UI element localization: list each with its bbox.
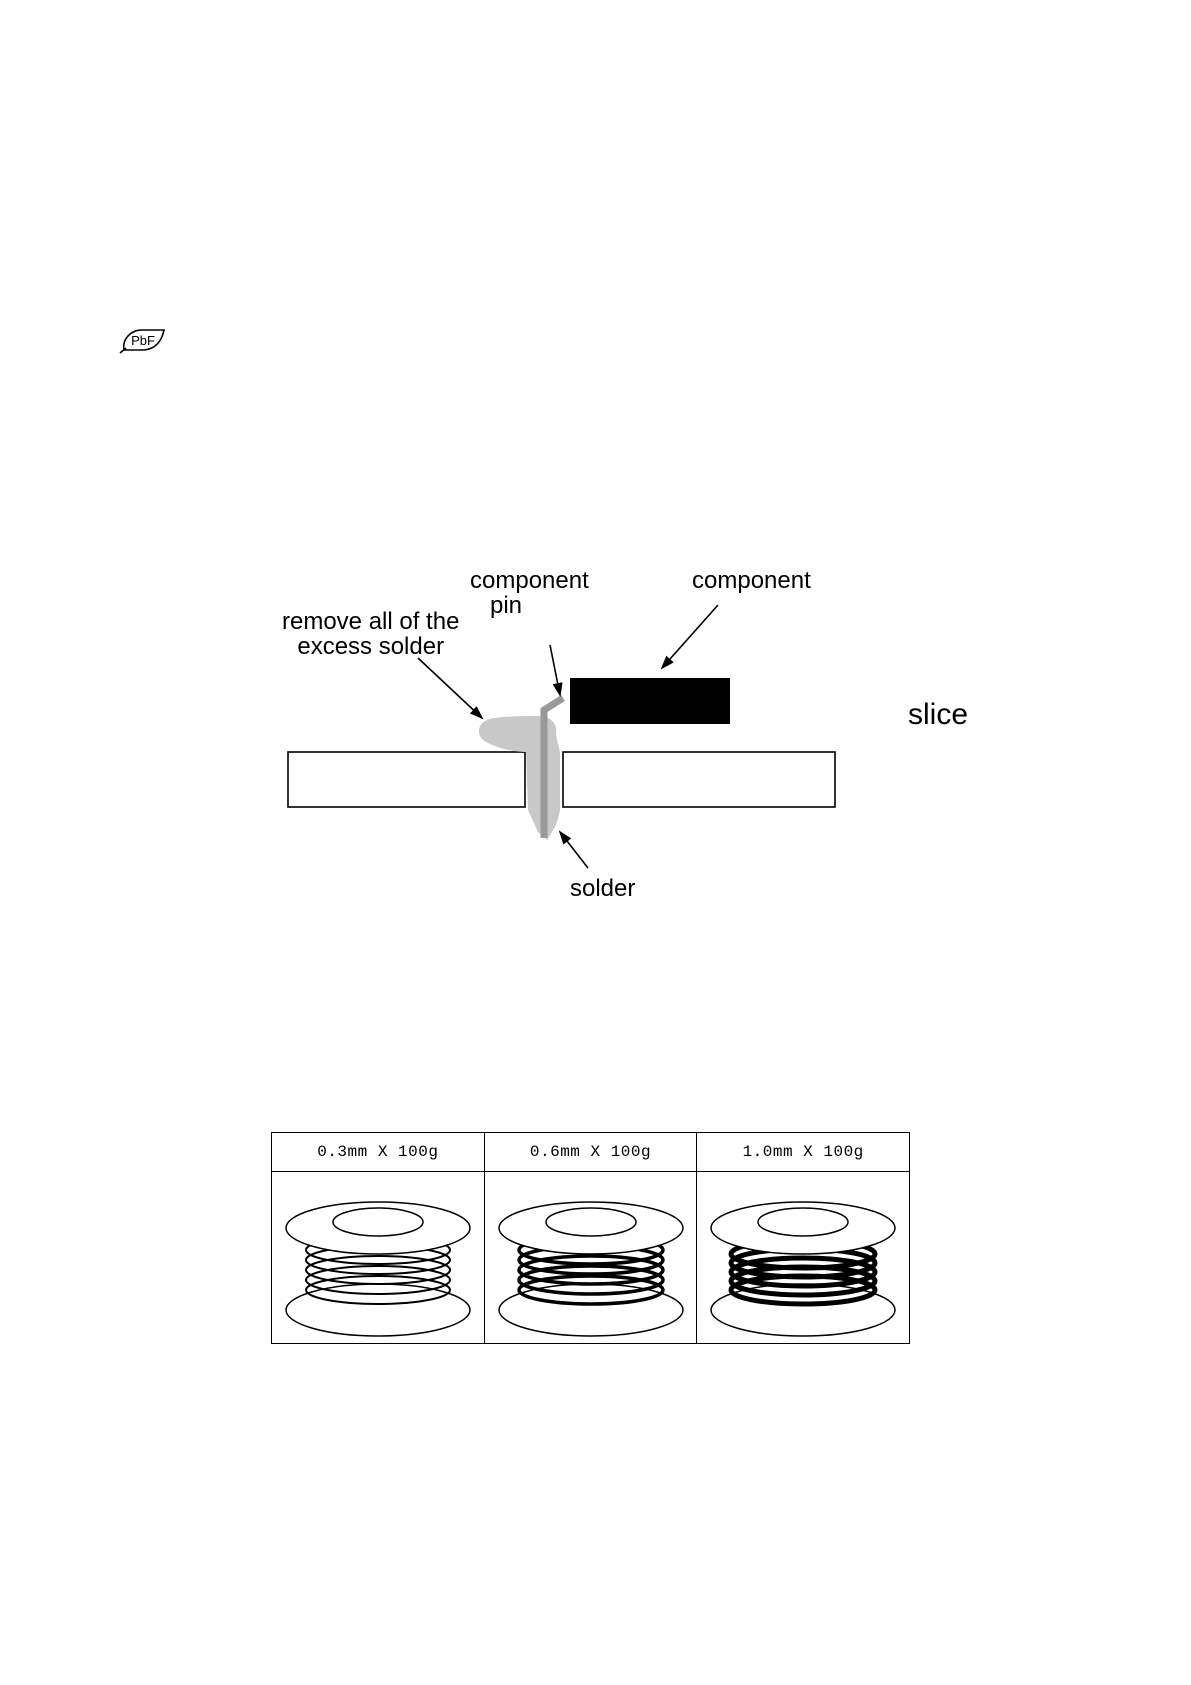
- solder-reel-thick: [697, 1172, 909, 1343]
- pcb-left: [288, 752, 525, 807]
- solder-reel-thin: [272, 1172, 484, 1343]
- component-body: [570, 678, 730, 724]
- pbf-leaf-icon: PbF: [118, 326, 168, 354]
- slice-label: slice: [908, 698, 968, 732]
- reel-column: 0.6mm X 100g: [484, 1133, 697, 1343]
- reel-size-label: 0.6mm X 100g: [485, 1133, 697, 1172]
- label-solder: solder: [570, 876, 635, 901]
- label-remove-excess-solder: remove all of the excess solder: [282, 609, 459, 659]
- reel-size-label: 0.3mm X 100g: [272, 1133, 484, 1172]
- reel-column: 1.0mm X 100g: [696, 1133, 909, 1343]
- solder-reel-medium: [485, 1172, 697, 1343]
- pcb-right: [563, 752, 835, 807]
- reel-column: 0.3mm X 100g: [272, 1133, 484, 1343]
- solder-reel-table: 0.3mm X 100g 0.6mm X 100g: [271, 1132, 910, 1344]
- label-component: component: [692, 568, 811, 593]
- solder-joint-diagram: component pin component remove all of th…: [270, 570, 990, 910]
- label-component-pin: component pin: [470, 568, 589, 618]
- reel-size-label: 1.0mm X 100g: [697, 1133, 909, 1172]
- pbf-text: PbF: [131, 333, 155, 348]
